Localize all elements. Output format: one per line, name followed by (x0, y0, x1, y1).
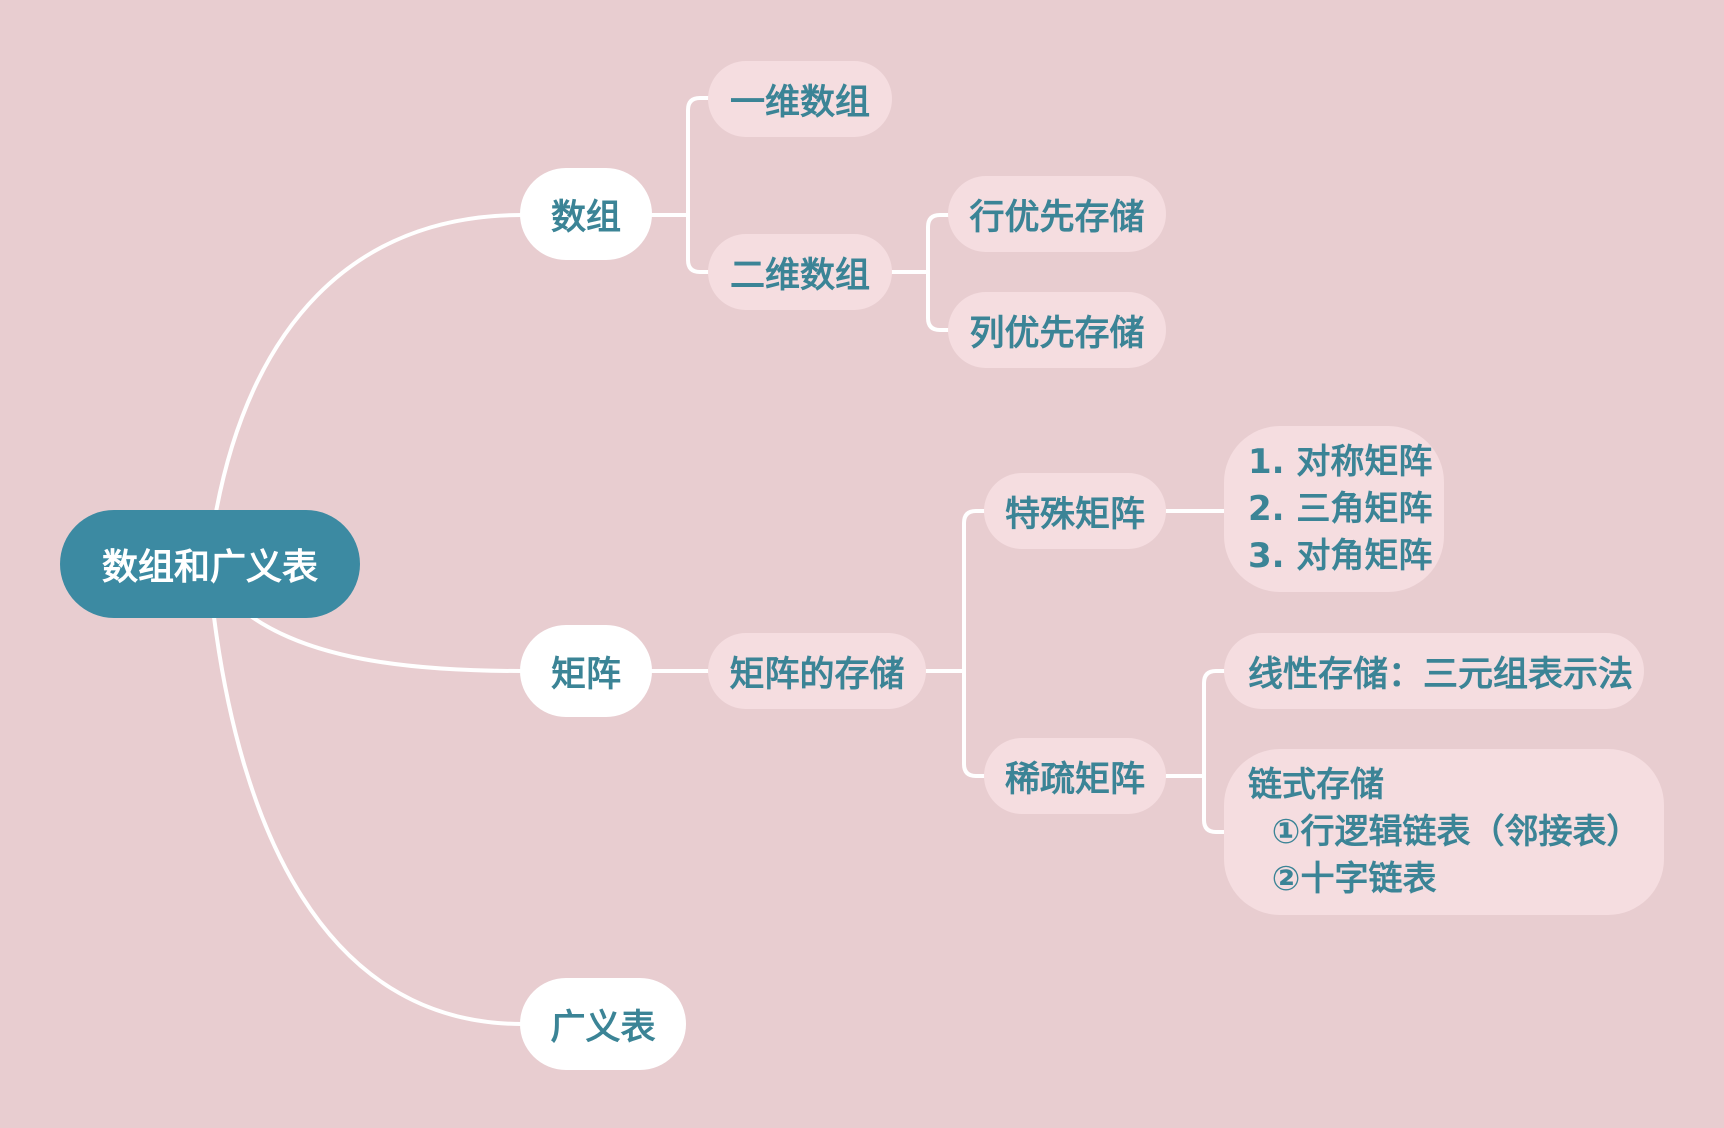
connector-storage-to-children (924, 509, 986, 778)
node-one-dim-array[interactable]: 一维数组 (708, 61, 892, 137)
node-array[interactable]: 数组 (520, 168, 652, 260)
node-special-matrix[interactable]: 特殊矩阵 (984, 473, 1166, 549)
linked-storage-row-linked-list: ①行逻辑链表（邻接表） (1248, 811, 1641, 852)
linked-storage-orthogonal-list: ②十字链表 (1248, 858, 1437, 899)
node-special-matrix-types[interactable]: 1. 对称矩阵 2. 三角矩阵 3. 对角矩阵 (1224, 426, 1444, 592)
node-linked-storage[interactable]: 链式存储 ①行逻辑链表（邻接表） ②十字链表 (1224, 749, 1664, 915)
node-generalized-list[interactable]: 广义表 (520, 978, 686, 1070)
connector-root-to-array (214, 213, 524, 514)
node-row-major-storage[interactable]: 行优先存储 (948, 176, 1166, 252)
node-matrix-storage[interactable]: 矩阵的存储 (708, 633, 926, 709)
connector-sparse-to-children (1164, 669, 1226, 834)
connector-array-to-children (650, 96, 710, 274)
root-node[interactable]: 数组和广义表 (60, 510, 360, 618)
special-matrix-type-diagonal: 3. 对角矩阵 (1248, 535, 1433, 576)
node-two-dim-array[interactable]: 二维数组 (708, 234, 892, 310)
node-sparse-matrix[interactable]: 稀疏矩阵 (984, 738, 1166, 814)
connector-root-to-generalized-list (212, 615, 524, 1026)
special-matrix-type-symmetric: 1. 对称矩阵 (1248, 441, 1433, 482)
special-matrix-type-triangular: 2. 三角矩阵 (1248, 488, 1433, 529)
connector-two-dim-to-children (890, 213, 950, 332)
node-col-major-storage[interactable]: 列优先存储 (948, 292, 1166, 368)
linked-storage-title: 链式存储 (1248, 764, 1384, 805)
node-matrix[interactable]: 矩阵 (520, 625, 652, 717)
connector-root-to-matrix (250, 615, 524, 673)
node-linear-storage-triplet[interactable]: 线性存储：三元组表示法 (1224, 633, 1644, 709)
